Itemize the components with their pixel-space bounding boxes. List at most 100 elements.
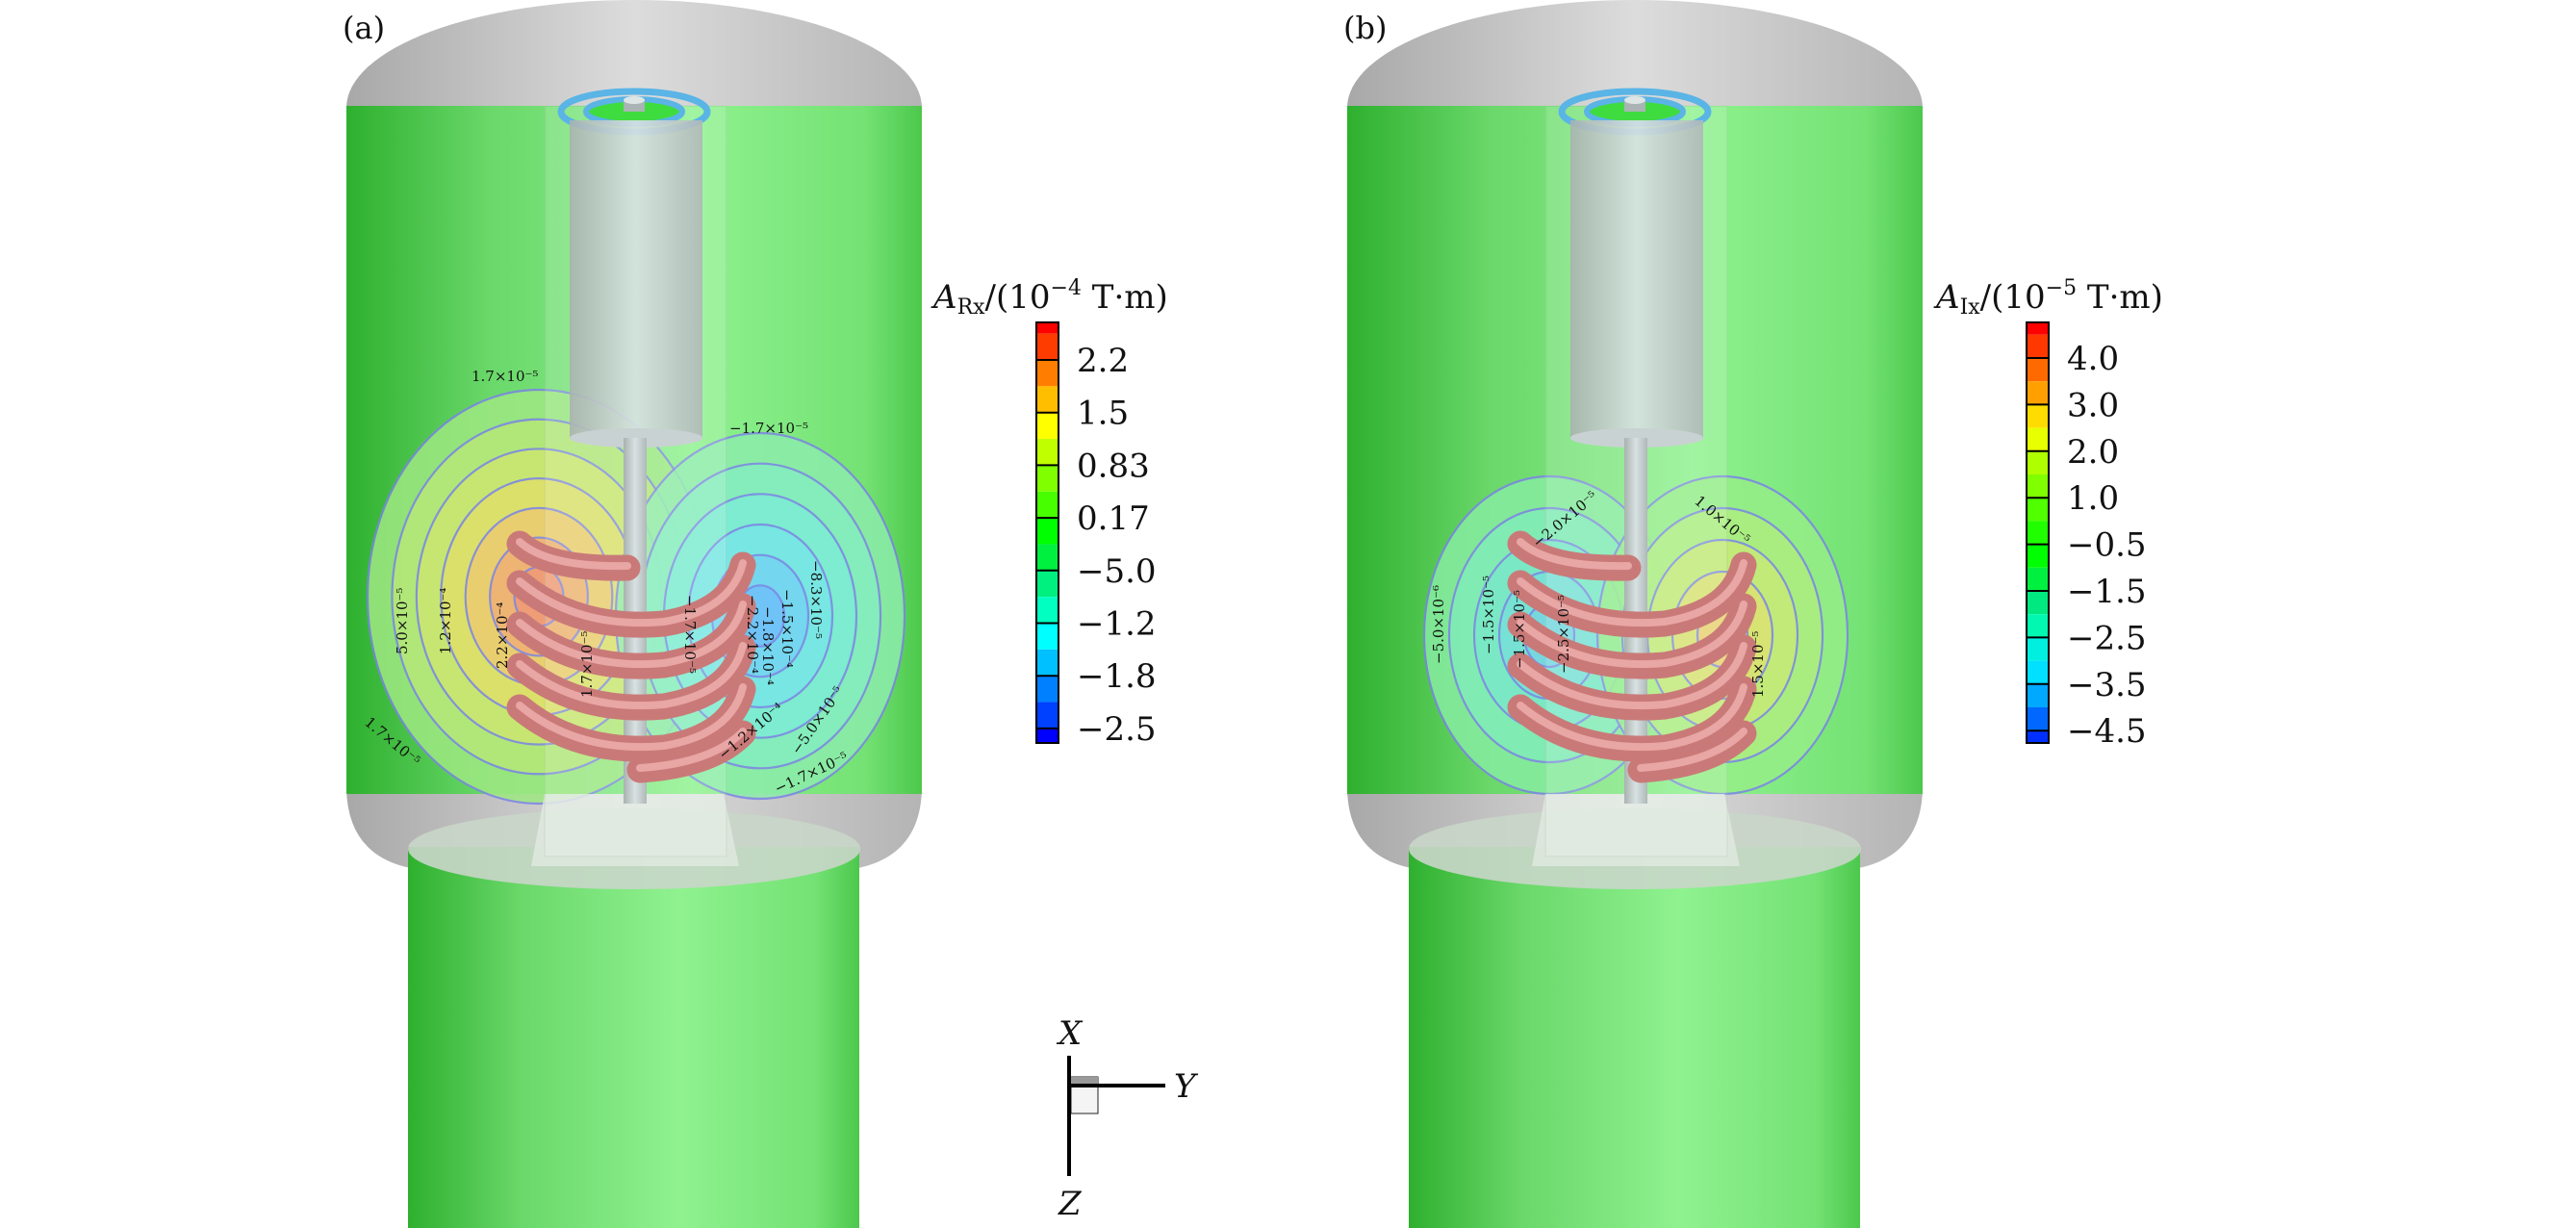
colorbar-tick-label: −1.8 xyxy=(1077,657,1157,696)
colorbar-frame xyxy=(2026,321,2050,744)
contour-label: −2.2×10⁻⁴ xyxy=(744,595,761,674)
coil-highlight xyxy=(516,538,631,571)
colorbar-a: ARx/(10−4 T·m) 2.21.50.830.17−5.0−1.2−1.… xyxy=(931,276,1168,749)
colorbar-band xyxy=(1036,386,1058,413)
colorbar-tick-label: 2.0 xyxy=(2067,433,2119,472)
coil-highlight xyxy=(516,642,747,710)
colorbar-band xyxy=(2027,474,2049,499)
contour-label: −1.5×10⁻⁵ xyxy=(1480,576,1497,654)
colorbar-band xyxy=(2027,521,2049,545)
colorbar-tick-label: 0.17 xyxy=(1077,499,1150,538)
geometry-3d-view-a xyxy=(346,0,922,1228)
x-axis-label: X xyxy=(1056,1014,1084,1053)
colorbar-band xyxy=(2027,637,2049,661)
colorbar-band xyxy=(2027,591,2049,615)
top-pin-cap xyxy=(624,96,645,104)
colorbar-title: ARx/(10−4 T·m) xyxy=(931,276,1168,320)
colorbar-band xyxy=(2027,381,2049,405)
colorbar-band xyxy=(2027,707,2049,731)
colorbar-band xyxy=(2027,427,2049,451)
colorbar-tick-label: −2.5 xyxy=(1077,710,1157,749)
contour-label: −2.5×10⁻⁵ xyxy=(1555,595,1572,674)
colorbar-band xyxy=(1036,333,1058,360)
colorbar-band xyxy=(1036,360,1058,387)
coil-highlight xyxy=(636,728,747,772)
coil-highlight xyxy=(1637,728,1747,772)
colorbar-band xyxy=(1036,728,1058,743)
colorbar-band xyxy=(1036,491,1058,519)
colorbar-band xyxy=(2027,334,2049,358)
colorbar-band xyxy=(1036,412,1058,440)
colorbar-band xyxy=(1036,570,1058,598)
contour-label: 1.7×10⁻⁵ xyxy=(578,631,596,698)
colorbar-band xyxy=(1036,676,1058,703)
colorbar-tick-label: −3.5 xyxy=(2067,666,2147,704)
contour-label: −1.5×10⁻⁵ xyxy=(1511,590,1528,669)
lower-cylinder-body xyxy=(408,847,859,1228)
coil xyxy=(506,530,756,783)
colorbar-tick-label: 2.2 xyxy=(1077,342,1129,380)
contour-label: −1.7×10⁻⁵ xyxy=(681,595,699,674)
colorbar-band xyxy=(2027,498,2049,522)
colorbar-tick-label: −1.2 xyxy=(1077,605,1157,644)
contour-label: −1.7×10⁻⁵ xyxy=(729,420,808,437)
contour-label: 5.0×10⁻⁵ xyxy=(394,588,411,654)
view-box-top xyxy=(1071,1077,1098,1084)
inner-rod xyxy=(1570,120,1703,438)
colorbar-band xyxy=(1036,623,1058,650)
contour-label: 1.5×10⁻⁵ xyxy=(1749,631,1767,698)
inner-cone xyxy=(531,794,739,866)
panel-label: (b) xyxy=(1343,10,1387,46)
colorbar-band xyxy=(1036,465,1058,492)
colorbar-tick-label: 3.0 xyxy=(2067,386,2119,424)
colorbar-band xyxy=(2027,614,2049,638)
colorbar-tick-label: −4.5 xyxy=(2067,712,2147,751)
colorbar-b: AIx/(10−5 T·m) 4.03.02.01.0−0.5−1.5−2.5−… xyxy=(1933,276,2163,751)
colorbar-band xyxy=(1036,702,1058,729)
colorbar-tick-label: −2.5 xyxy=(2067,619,2147,657)
lower-cylinder-body xyxy=(1409,847,1860,1228)
colorbar-band xyxy=(2027,730,2049,743)
colorbar-band xyxy=(1036,439,1058,466)
coil xyxy=(1507,530,1757,783)
panel-b: (b) −5.0×10⁻⁶ −1.5×10⁻⁵ −1.5×10⁻⁵ −2.5×1… xyxy=(1343,0,2163,1228)
colorbar-frame xyxy=(1035,321,1059,744)
colorbar-tick-label: 0.83 xyxy=(1077,447,1150,485)
coil-highlight xyxy=(516,601,747,669)
colorbar-tick-label: 4.0 xyxy=(2067,340,2119,378)
coil-highlight xyxy=(1517,559,1747,627)
contour-label: −8.3×10⁻⁵ xyxy=(807,560,825,639)
inner-rod xyxy=(570,120,702,438)
contour-label: 1.7×10⁻⁵ xyxy=(472,368,538,385)
colorbar-band xyxy=(2027,358,2049,382)
axis-triad: X Y Z xyxy=(1056,1014,1199,1223)
colorbar-band xyxy=(2027,404,2049,428)
inner-cone xyxy=(1532,794,1740,866)
contour-label: −1.5×10⁻⁴ xyxy=(778,589,796,668)
colorbar-band xyxy=(1036,518,1058,545)
geometry-3d-view-b xyxy=(1347,0,1923,1228)
coil-highlight xyxy=(1517,642,1747,710)
colorbar-band xyxy=(2027,322,2049,335)
colorbar-band xyxy=(1036,544,1058,571)
colorbar-band xyxy=(2027,683,2049,707)
contour-label: 2.2×10⁻⁴ xyxy=(494,602,511,669)
panel-a: (a) 1.7×10⁻⁵ 5.0×10⁻⁵ 1.2×10⁻⁴ 2.2×10⁻⁴ … xyxy=(343,0,1168,1228)
contour-label: −5.0×10⁻⁶ xyxy=(1430,585,1447,664)
coil-highlight xyxy=(516,683,747,752)
colorbar-band xyxy=(2027,660,2049,684)
top-pin-cap xyxy=(1624,96,1645,104)
colorbar-tick-label: −1.5 xyxy=(2067,573,2147,611)
colorbar-band xyxy=(2027,544,2049,568)
panel-label: (a) xyxy=(343,10,385,46)
coil-highlight xyxy=(1517,538,1632,571)
colorbar-band xyxy=(1036,322,1058,334)
contour-label: −1.8×10⁻⁴ xyxy=(759,606,777,685)
colorbar-band xyxy=(2027,450,2049,474)
colorbar-tick-label: −5.0 xyxy=(1077,552,1157,591)
coil-highlight xyxy=(1517,683,1747,752)
y-axis-label: Y xyxy=(1174,1067,1199,1106)
colorbar-title: AIx/(10−5 T·m) xyxy=(1933,276,2163,320)
colorbar-band xyxy=(1036,649,1058,677)
